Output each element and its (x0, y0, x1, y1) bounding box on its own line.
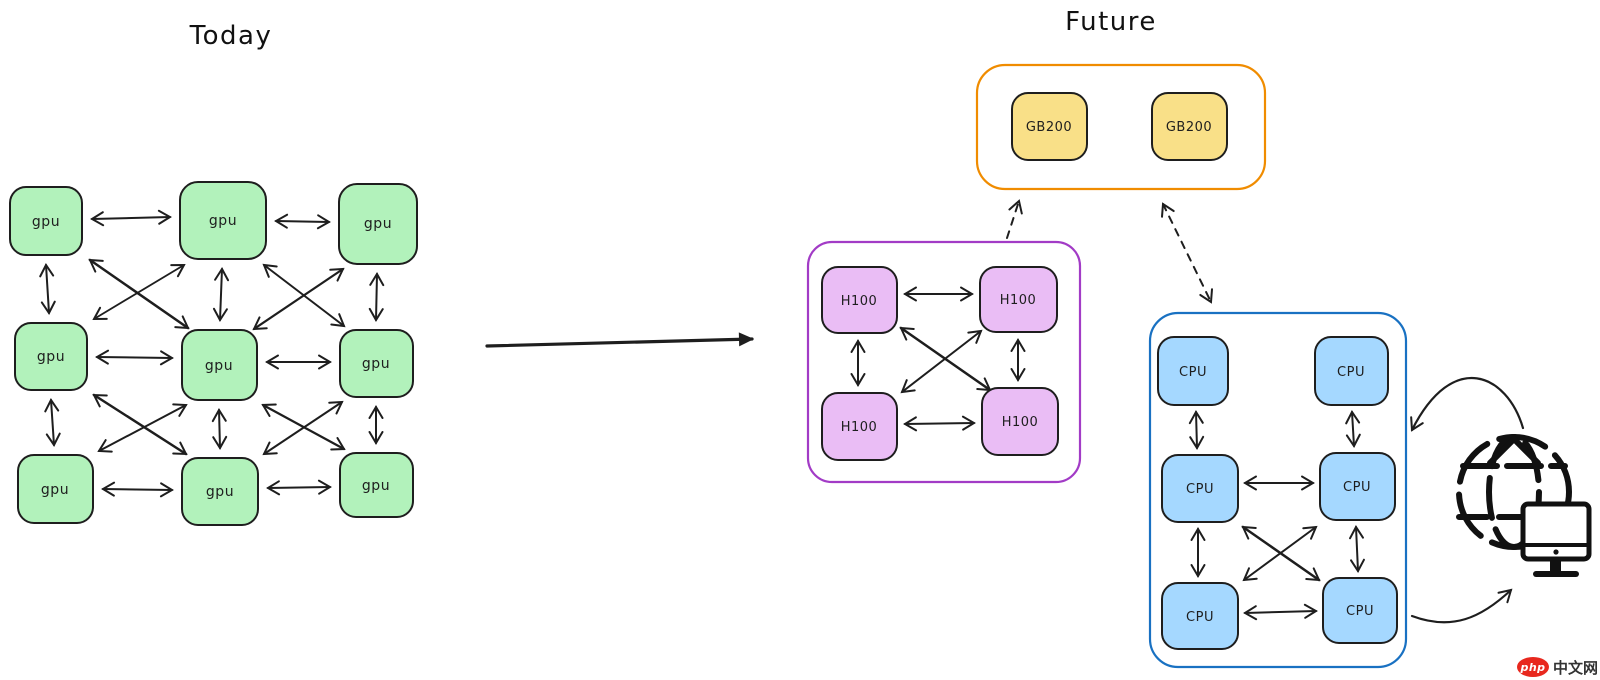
cpu-node: CPU (1314, 336, 1389, 406)
gpu-node-label: gpu (206, 484, 234, 500)
edge-arrow (90, 209, 172, 227)
today-title: Today (189, 21, 273, 51)
edge-arrow (95, 349, 174, 366)
gpu-mesh-edges (39, 209, 385, 498)
curved-arrow-internet-to-cpu (1410, 376, 1525, 432)
h100-node: H100 (979, 266, 1058, 333)
h100-node: H100 (821, 266, 898, 334)
edge-arrow (368, 272, 385, 322)
edge-arrow (274, 213, 331, 230)
edge-arrow (211, 408, 228, 450)
gpu-node: gpu (181, 329, 258, 401)
cpu-node: CPU (1161, 582, 1239, 650)
edge-arrow (101, 481, 174, 498)
h100-node-label: H100 (1002, 415, 1039, 430)
edge-arrow (266, 479, 332, 496)
edge-arrow (44, 398, 61, 447)
edge-arrow (97, 403, 188, 453)
watermark: php 中文网 (1517, 657, 1598, 677)
gpu-node-label: gpu (364, 216, 392, 232)
gb200-node-label: GB200 (1026, 120, 1072, 135)
edge-arrow (262, 400, 344, 456)
cpu-node: CPU (1319, 452, 1396, 521)
h100-mesh-edges (850, 286, 1026, 432)
gb200-cluster: GB200 GB200 (975, 63, 1267, 191)
edge-arrow (1349, 525, 1365, 573)
today-section: Today gpu (9, 21, 418, 526)
globe-icon (1456, 434, 1572, 550)
cpu-node: CPU (1161, 454, 1239, 523)
h100-node-label: H100 (1000, 293, 1037, 308)
h100-node: H100 (981, 387, 1059, 456)
gpu-node: gpu (339, 452, 414, 518)
cpu-cluster: CPU CPU CPU CPU CPU CPU (1148, 311, 1408, 669)
cpu-node: CPU (1322, 577, 1398, 644)
cpu-node-label: CPU (1346, 604, 1374, 619)
watermark-text: 中文网 (1553, 659, 1598, 677)
edge-arrow (212, 267, 230, 322)
future-title: Future (1065, 7, 1157, 37)
gpu-node-label: gpu (32, 214, 60, 230)
edge-arrow (88, 258, 190, 330)
curved-arrow-cpu-to-internet (1410, 588, 1513, 624)
gb200-node: GB200 (1011, 92, 1088, 161)
gpu-node: gpu (9, 186, 83, 256)
edge-arrow (39, 263, 56, 315)
edge-arrow (1243, 603, 1318, 621)
gpu-node: gpu (179, 181, 267, 260)
edge-arrow (1242, 525, 1318, 582)
edge-arrow (1345, 410, 1361, 448)
monitor-icon (1520, 501, 1592, 577)
gpu-node: gpu (181, 457, 259, 526)
dashed-link-h100-gb200 (1006, 199, 1023, 239)
gpu-node-label: gpu (209, 213, 237, 229)
edge-arrow (92, 393, 188, 456)
h100-node-label: H100 (841, 294, 878, 309)
gpu-node-label: gpu (41, 482, 69, 498)
gpu-node-label: gpu (37, 349, 65, 365)
edge-arrow (92, 263, 186, 321)
cpu-node-label: CPU (1343, 480, 1371, 495)
h100-node-label: H100 (841, 420, 878, 435)
gpu-node: gpu (17, 454, 94, 524)
h100-node: H100 (821, 392, 898, 461)
gpu-node: gpu (338, 183, 418, 265)
edge-arrow (900, 329, 983, 394)
gpu-node-label: gpu (205, 358, 233, 374)
future-section: Future GB200 GB200 (806, 7, 1592, 669)
gpu-node: gpu (339, 329, 414, 398)
h100-cluster: H100 H100 H100 H100 (806, 240, 1082, 484)
gb200-node: GB200 (1151, 92, 1228, 161)
edge-arrow (903, 415, 976, 432)
cpu-node-label: CPU (1179, 365, 1207, 380)
gpu-node: gpu (14, 322, 88, 391)
gpu-node-label: gpu (362, 478, 390, 494)
transition-arrow (485, 332, 754, 348)
cpu-node-label: CPU (1337, 365, 1365, 380)
cpu-node-label: CPU (1186, 482, 1214, 497)
cpu-mesh-edges (1188, 410, 1365, 621)
watermark-badge (1517, 657, 1549, 677)
dashed-link-gb200-cpu (1161, 202, 1213, 304)
gpu-node-label: gpu (362, 356, 390, 372)
cpu-node-label: CPU (1186, 610, 1214, 625)
gb200-node-label: GB200 (1166, 120, 1212, 135)
watermark-badge-label: php (1519, 661, 1545, 674)
edge-arrow (252, 267, 345, 331)
cpu-node: CPU (1157, 336, 1229, 406)
edge-arrow (1188, 410, 1205, 450)
